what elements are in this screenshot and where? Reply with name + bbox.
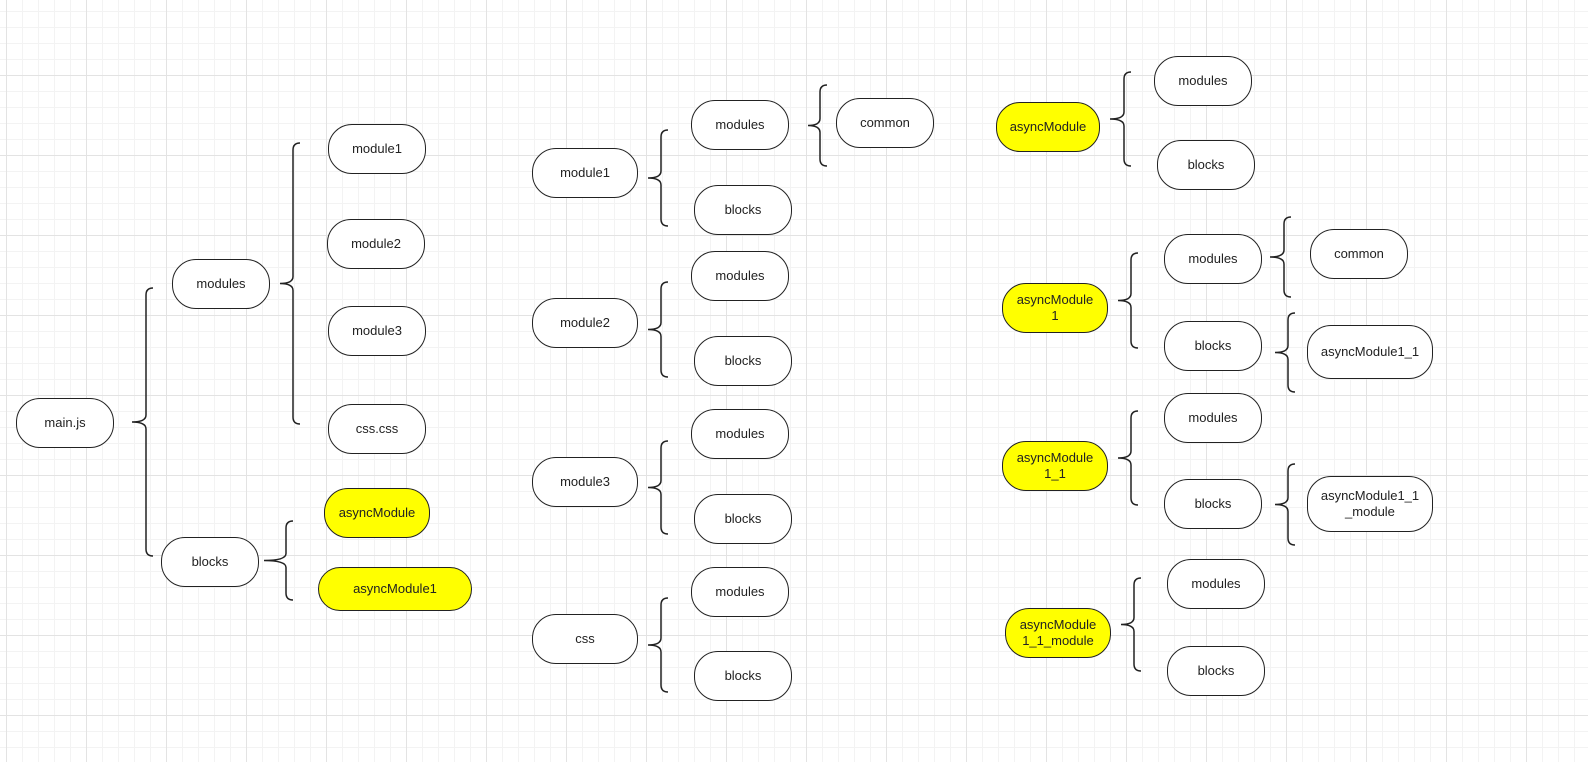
node-async-module1-1-module-modules[interactable]: modules xyxy=(1167,559,1265,609)
brace-path xyxy=(131,287,154,557)
brace-path xyxy=(263,520,294,601)
node-async-module-modules[interactable]: modules xyxy=(1154,56,1252,106)
node-main-js[interactable]: main.js xyxy=(16,398,114,448)
node-async-module-blocks[interactable]: blocks xyxy=(1157,140,1255,190)
brace-path xyxy=(647,281,669,378)
brace-path xyxy=(1117,410,1139,506)
node-root-blocks[interactable]: blocks xyxy=(161,537,259,587)
node-root-async-module[interactable]: asyncModule xyxy=(324,488,430,538)
node-module1[interactable]: module1 xyxy=(532,148,638,198)
node-module1-modules[interactable]: modules xyxy=(691,100,789,150)
node-css[interactable]: css xyxy=(532,614,638,664)
brace-path xyxy=(1117,252,1139,349)
node-async-module1-1[interactable]: asyncModule 1_1 xyxy=(1002,441,1108,491)
node-async-module1-1-module-child[interactable]: asyncModule1_1 _module xyxy=(1307,476,1433,532)
brace-path xyxy=(1269,216,1292,298)
node-common-2[interactable]: common xyxy=(1310,229,1408,279)
node-root-module1[interactable]: module1 xyxy=(328,124,426,174)
brace-path xyxy=(1120,577,1142,672)
node-root-module3[interactable]: module3 xyxy=(328,306,426,356)
node-module1-blocks[interactable]: blocks xyxy=(694,185,792,235)
node-css-modules[interactable]: modules xyxy=(691,567,789,617)
brace-path xyxy=(807,84,828,167)
brace-path xyxy=(1274,463,1296,546)
node-async-module1-1-modules[interactable]: modules xyxy=(1164,393,1262,443)
brace-path xyxy=(1109,71,1132,167)
node-async-module1-blocks[interactable]: blocks xyxy=(1164,321,1262,371)
node-root-module2[interactable]: module2 xyxy=(327,219,425,269)
node-common[interactable]: common xyxy=(836,98,934,148)
node-module2-blocks[interactable]: blocks xyxy=(694,336,792,386)
node-root-async-module1[interactable]: asyncModule1 xyxy=(318,567,472,611)
node-async-module1-1-child[interactable]: asyncModule1_1 xyxy=(1307,325,1433,379)
brace-path xyxy=(647,597,669,693)
node-module2[interactable]: module2 xyxy=(532,298,638,348)
brace-path xyxy=(1274,312,1296,393)
node-module3[interactable]: module3 xyxy=(532,457,638,507)
node-async-module1[interactable]: asyncModule 1 xyxy=(1002,283,1108,333)
brace-path xyxy=(647,129,669,227)
node-async-module1-1-module[interactable]: asyncModule 1_1_module xyxy=(1005,608,1111,658)
node-async-module1-modules[interactable]: modules xyxy=(1164,234,1262,284)
brace-path xyxy=(647,440,669,535)
node-root-css[interactable]: css.css xyxy=(328,404,426,454)
node-module2-modules[interactable]: modules xyxy=(691,251,789,301)
node-root-modules[interactable]: modules xyxy=(172,259,270,309)
node-async-module1-1-module-blocks[interactable]: blocks xyxy=(1167,646,1265,696)
node-async-module[interactable]: asyncModule xyxy=(996,102,1100,152)
node-async-module1-1-blocks[interactable]: blocks xyxy=(1164,479,1262,529)
node-module3-modules[interactable]: modules xyxy=(691,409,789,459)
node-module3-blocks[interactable]: blocks xyxy=(694,494,792,544)
brace-path xyxy=(279,142,301,425)
node-css-blocks[interactable]: blocks xyxy=(694,651,792,701)
